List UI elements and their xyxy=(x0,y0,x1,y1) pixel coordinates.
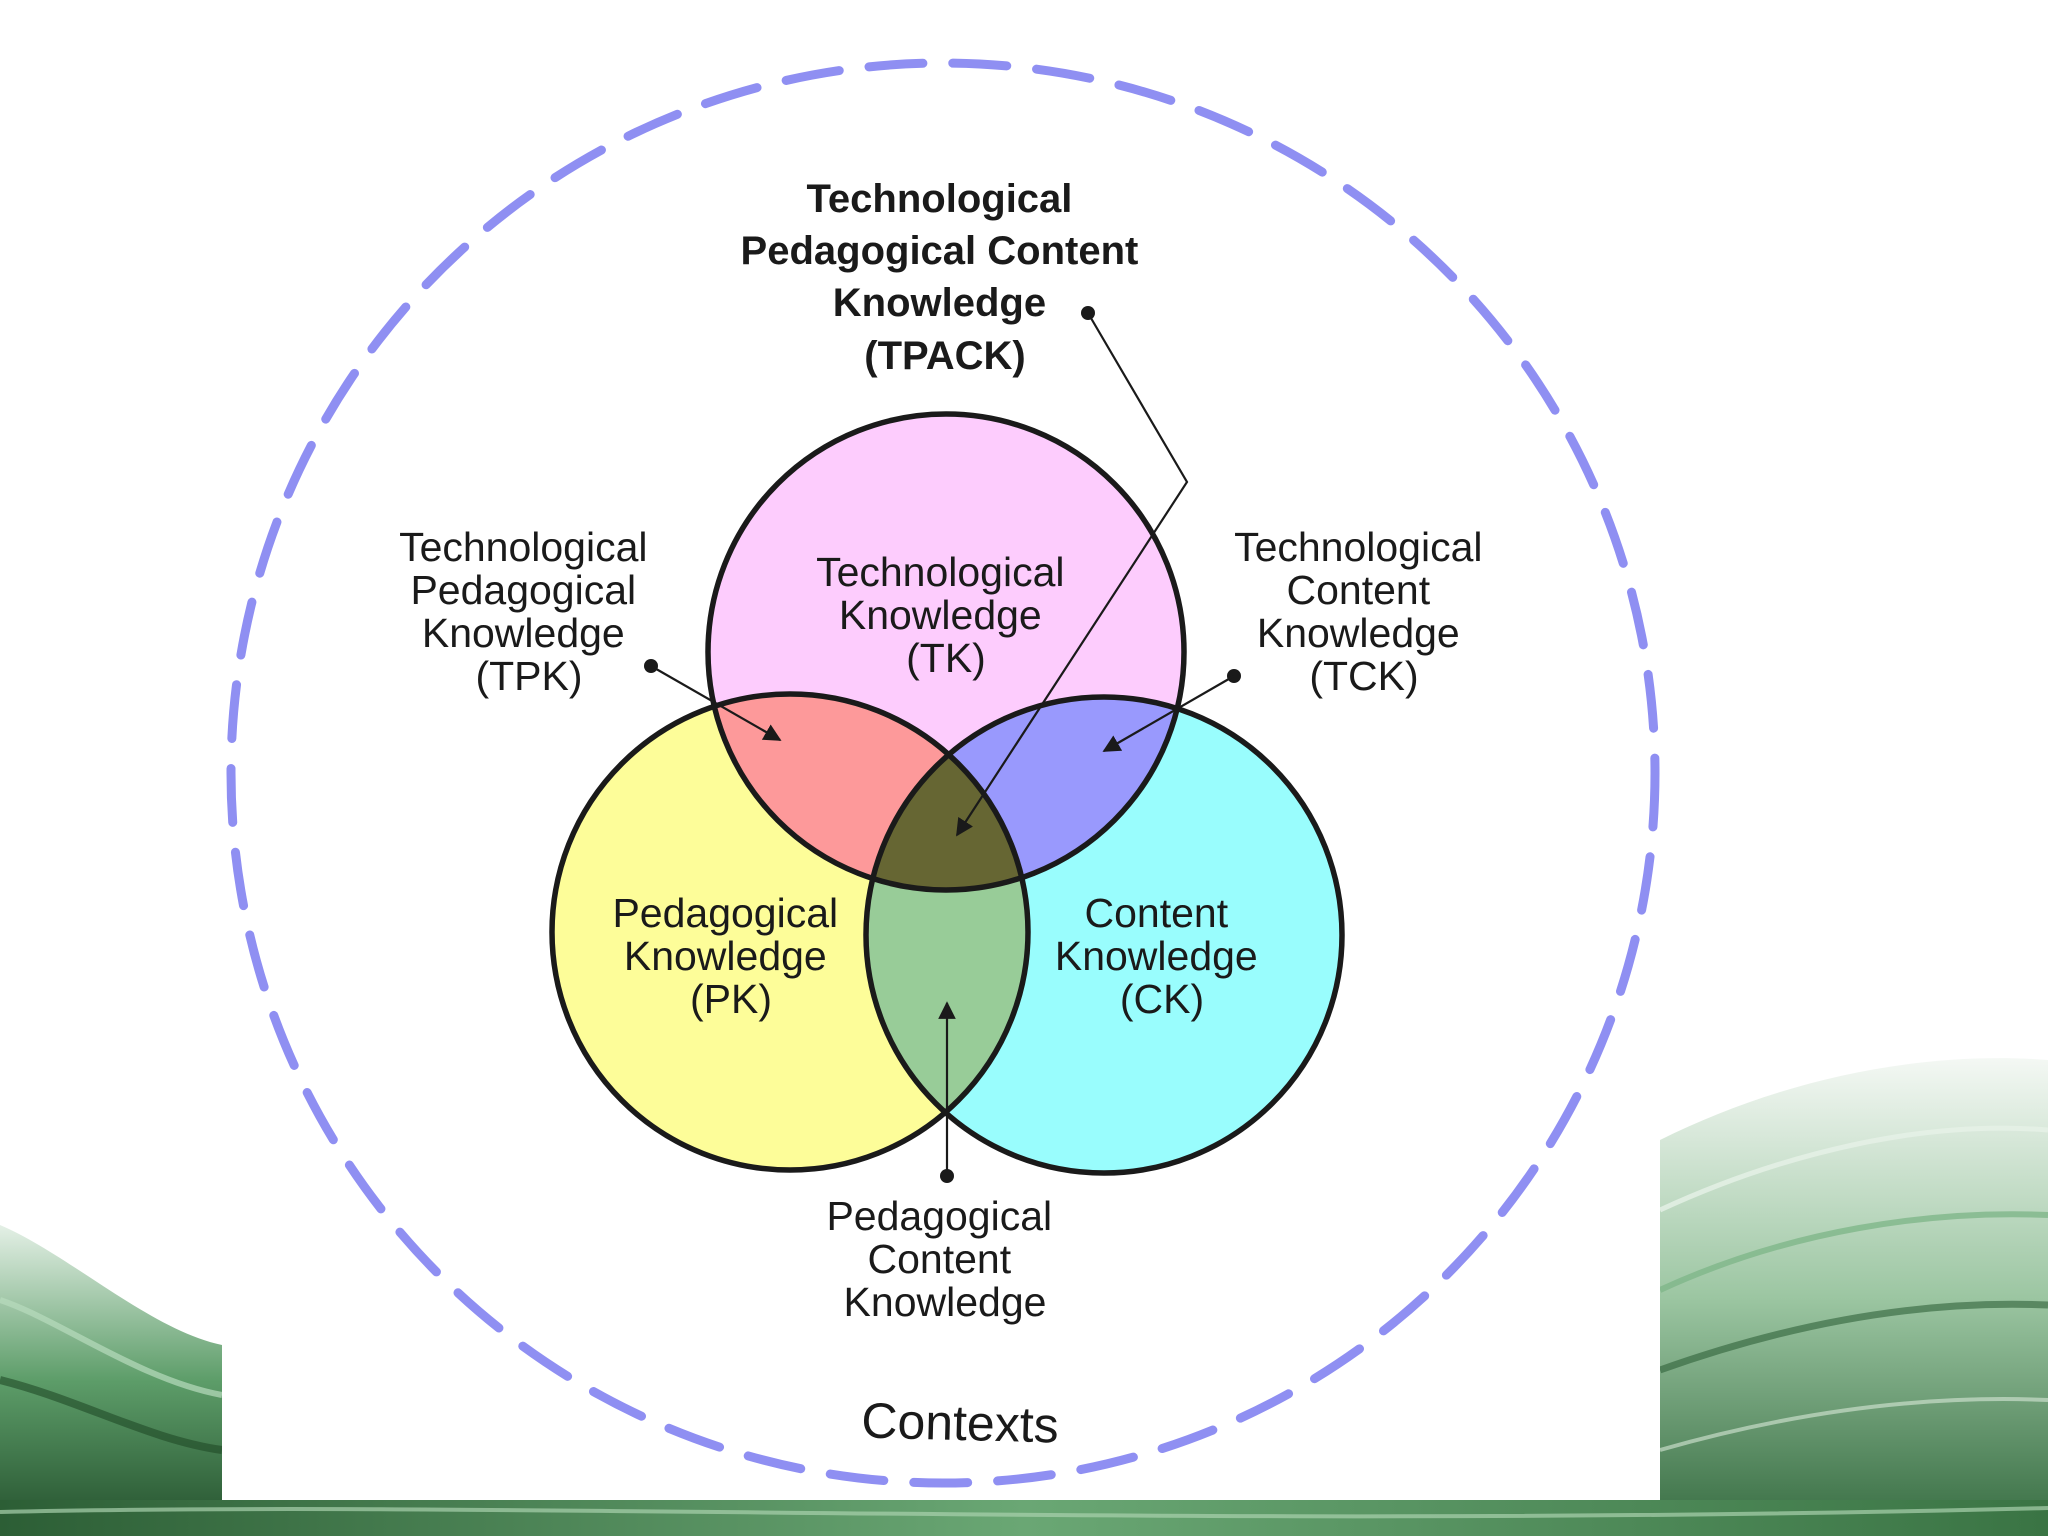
ck-outline xyxy=(863,694,1345,1176)
tk-label: Technological Knowledge (TK) xyxy=(816,549,1076,681)
pk-label: Pedagogical Knowledge (PK) xyxy=(612,890,849,1022)
pck-leader xyxy=(938,1001,956,1183)
tk-label-line: (TK) xyxy=(906,635,986,681)
tpack-title-line: Knowledge xyxy=(833,281,1046,325)
tck-label: Technological Content Knowledge (TCK) xyxy=(1234,524,1494,699)
tpk-leader xyxy=(644,659,782,741)
tck-leader xyxy=(1102,669,1241,752)
swoosh-right xyxy=(1658,1058,2048,1536)
pck-label-line: Knowledge xyxy=(844,1279,1047,1325)
tk-outline xyxy=(705,411,1187,893)
pck-label-line: Content xyxy=(867,1236,1011,1282)
pk-outline xyxy=(549,691,1031,1173)
ck-label-line: Content xyxy=(1084,890,1228,936)
tk-label-line: Technological xyxy=(816,549,1064,595)
contexts-label: Contexts xyxy=(861,1392,1060,1453)
pck-label: Pedagogical Content Knowledge xyxy=(826,1193,1063,1325)
tpk-label-line: (TPK) xyxy=(475,653,582,699)
pk-label-line: Pedagogical xyxy=(612,890,838,936)
tpack-title-line: Pedagogical Content xyxy=(741,229,1139,273)
tpk-label-line: Knowledge xyxy=(422,610,625,656)
tck-label-line: Content xyxy=(1286,567,1430,613)
pck-label-line: Pedagogical xyxy=(826,1193,1052,1239)
ck-label-line: Knowledge xyxy=(1055,933,1258,979)
pk-label-line: (PK) xyxy=(690,976,772,1022)
contexts-ring xyxy=(226,58,1660,1488)
swoosh-left xyxy=(0,1225,223,1536)
pk-label-line: Knowledge xyxy=(624,933,827,979)
tpk-label-line: Pedagogical xyxy=(410,567,636,613)
ck-label-line: (CK) xyxy=(1120,976,1204,1022)
tpack-title-line: Technological xyxy=(806,177,1072,221)
tck-label-line: Knowledge xyxy=(1257,610,1460,656)
tpack-title-line: (TPACK) xyxy=(864,334,1025,378)
tpk-label: Technological Pedagogical Knowledge (TPK… xyxy=(399,524,659,699)
ck-label: Content Knowledge (CK) xyxy=(1055,890,1269,1022)
tpk-label-line: Technological xyxy=(399,524,647,570)
tpack-region xyxy=(866,697,1028,890)
tck-label-line: (TCK) xyxy=(1309,653,1418,699)
tck-label-line: Technological xyxy=(1234,524,1482,570)
tpack-leader xyxy=(956,306,1189,837)
swoosh-bottom xyxy=(0,1500,2048,1536)
tpack-title: Technological Pedagogical Content Knowle… xyxy=(741,177,1150,378)
tk-label-line: Knowledge xyxy=(839,592,1042,638)
